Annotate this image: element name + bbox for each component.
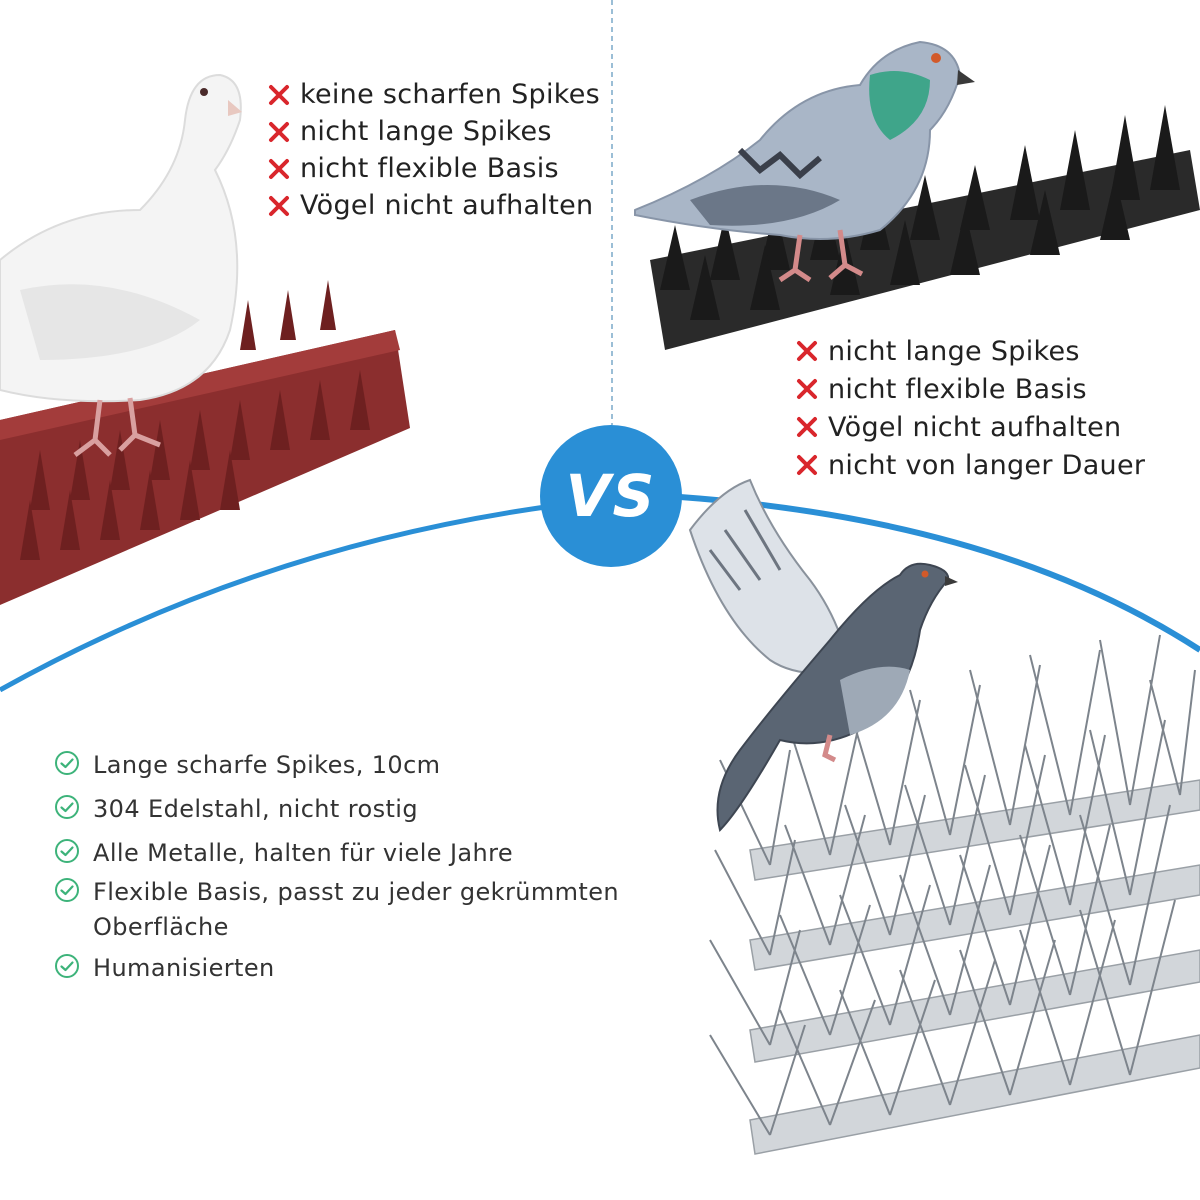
cons-item: nicht lange Spikes — [266, 113, 600, 150]
vs-label: VS — [565, 462, 657, 530]
cons-text: nicht lange Spikes — [300, 116, 552, 147]
cross-icon — [797, 455, 817, 475]
vs-badge: VS — [540, 425, 682, 567]
cross-icon — [797, 379, 817, 399]
cons-text: nicht flexible Basis — [300, 153, 559, 184]
black-spike-row — [660, 105, 1180, 320]
cons-item: nicht flexible Basis — [794, 370, 1145, 408]
right-arc — [679, 494, 1200, 653]
check-circle-icon — [55, 795, 79, 819]
cons-item: Vögel nicht aufhalten — [266, 187, 600, 224]
pros-item: 304 Edelstahl, nicht rostig — [54, 792, 633, 827]
cons-item: nicht flexible Basis — [266, 150, 600, 187]
pros-item: Lange scharfe Spikes, 10cm — [54, 748, 633, 783]
steel-pros-list: Lange scharfe Spikes, 10cm 304 Edelstahl… — [54, 748, 633, 986]
cross-icon — [797, 341, 817, 361]
check-circle-icon — [55, 839, 79, 863]
cons-text: nicht von langer Dauer — [828, 449, 1146, 481]
cons-text: Vögel nicht aufhalten — [300, 190, 594, 221]
plastic-red-cons-list: keine scharfen Spikes nicht lange Spikes… — [266, 76, 600, 224]
steel-spike-wires — [709, 634, 1196, 1136]
cons-item: keine scharfen Spikes — [266, 76, 600, 113]
cross-icon — [269, 195, 289, 216]
cons-item: nicht lange Spikes — [794, 332, 1145, 370]
pros-text: Alle Metalle, halten für viele Jahre — [93, 839, 514, 867]
pros-item: Alle Metalle, halten für viele Jahre — [54, 836, 633, 871]
white-dove — [0, 73, 242, 457]
cons-text: Vögel nicht aufhalten — [828, 411, 1122, 443]
check-circle-icon — [55, 878, 79, 902]
pros-text: Humanisierten — [93, 954, 275, 982]
check-circle-icon — [55, 954, 79, 978]
check-circle-icon — [55, 751, 79, 775]
cons-item: nicht von langer Dauer — [794, 446, 1145, 484]
plastic-black-cons-list: nicht lange Spikes nicht flexible Basis … — [794, 332, 1145, 484]
steel-spikes-image — [688, 478, 1200, 1155]
pros-text: 304 Edelstahl, nicht rostig — [93, 795, 418, 823]
cross-icon — [269, 121, 289, 142]
cons-text: nicht lange Spikes — [828, 335, 1080, 367]
cross-icon — [797, 417, 817, 437]
cross-icon — [269, 84, 289, 105]
cons-text: nicht flexible Basis — [828, 373, 1087, 405]
flying-pigeon — [688, 478, 958, 832]
pros-text: Flexible Basis, passt zu jeder gekrümmte… — [93, 878, 619, 941]
left-arc — [0, 502, 561, 693]
pros-item: Flexible Basis, passt zu jeder gekrümmte… — [54, 875, 633, 945]
pros-item: Humanisierten — [54, 951, 633, 986]
cross-icon — [269, 158, 289, 179]
plastic-spikes-red-image — [0, 73, 410, 605]
grey-pigeon — [634, 40, 975, 283]
plastic-spikes-black-image — [634, 40, 1200, 350]
cons-text: keine scharfen Spikes — [300, 79, 601, 110]
cons-item: Vögel nicht aufhalten — [794, 408, 1145, 446]
pros-text: Lange scharfe Spikes, 10cm — [93, 751, 441, 779]
